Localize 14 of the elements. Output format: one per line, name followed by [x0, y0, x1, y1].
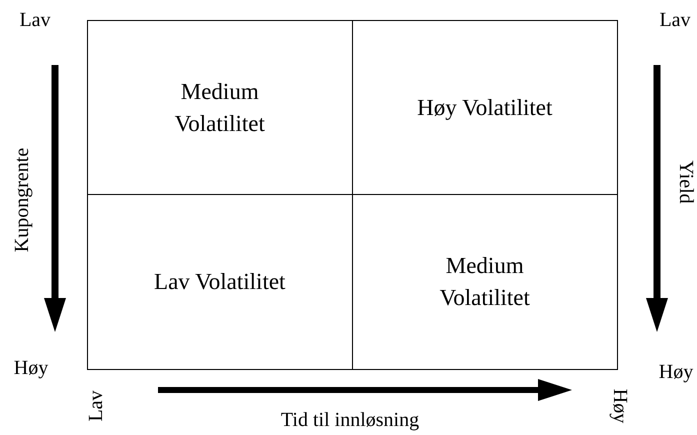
quadrant-cell: [88, 21, 352, 195]
axis-label: Høy: [14, 356, 48, 380]
quadrant-text: Medium Volatilitet: [438, 252, 531, 312]
quadrant-text: Medium Volatilitet: [174, 78, 266, 138]
axis-label: Lav: [84, 390, 108, 422]
axis-label: Kupongrente: [10, 148, 34, 252]
quadrant-text: Lav Volatilitet: [153, 268, 286, 296]
axis-label: Høy: [608, 388, 632, 424]
quadrant-text: Høy Volatilitet: [416, 94, 554, 122]
axis-label: Høy: [658, 360, 694, 384]
axis-label: Tid til innløsning: [280, 408, 420, 432]
axis-label: Lav: [19, 8, 51, 32]
axis-label: Yield: [674, 160, 697, 204]
axis-label: Lav: [659, 8, 691, 32]
